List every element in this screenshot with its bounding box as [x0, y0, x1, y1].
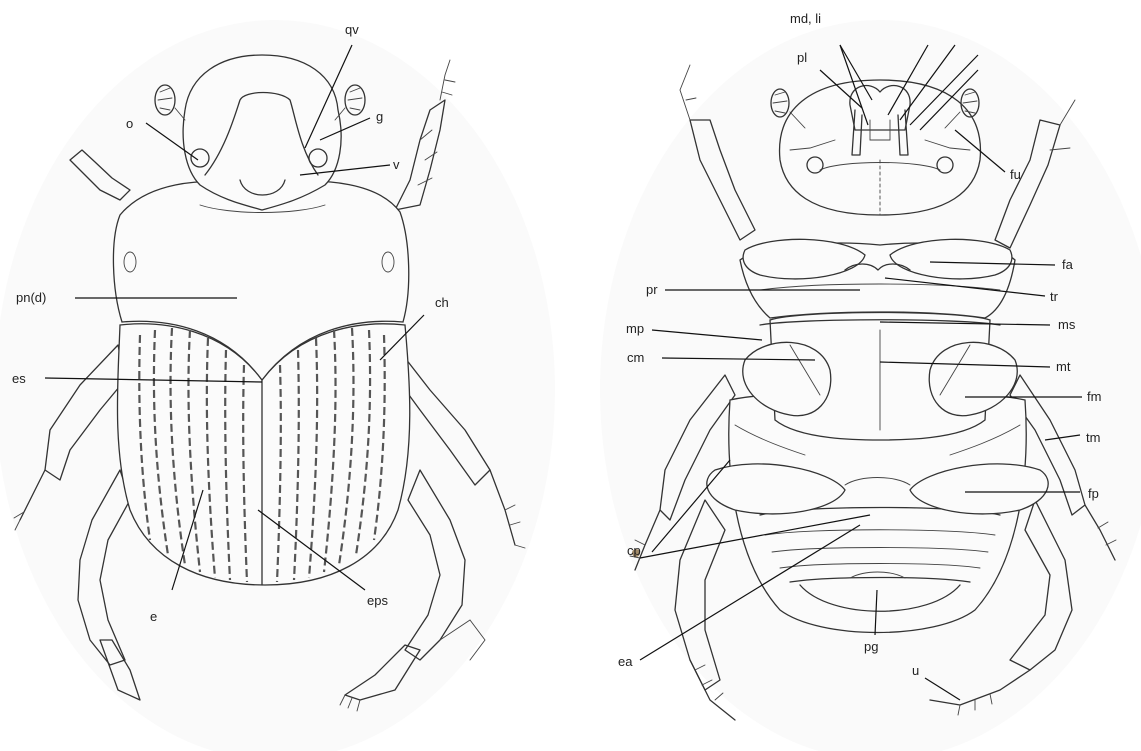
- label-pl: pl: [797, 51, 807, 64]
- label-e: e: [150, 610, 157, 623]
- label-o: o: [126, 117, 133, 130]
- label-u: u: [912, 664, 919, 677]
- label-ms: ms: [1058, 318, 1075, 331]
- label-qv: qv: [345, 23, 359, 36]
- dorsal-view: [0, 20, 555, 751]
- label-tm: tm: [1086, 431, 1100, 444]
- label-fu: fu: [1010, 168, 1021, 181]
- label-mp: mp: [626, 322, 644, 335]
- label-pg: pg: [864, 640, 878, 653]
- label-es: es: [12, 372, 26, 385]
- label-pr: pr: [646, 283, 658, 296]
- label-cp: cp: [627, 544, 641, 557]
- label-fp: fp: [1088, 487, 1099, 500]
- label-cm: cm: [627, 351, 644, 364]
- label-v: v: [393, 158, 400, 171]
- label-md-li: md, li: [790, 12, 821, 25]
- label-pn-d: pn(d): [16, 291, 46, 304]
- label-eps: eps: [367, 594, 388, 607]
- label-g: g: [376, 110, 383, 123]
- label-ea: ea: [618, 655, 632, 668]
- label-fa: fa: [1062, 258, 1073, 271]
- label-tr: tr: [1050, 290, 1058, 303]
- label-fm: fm: [1087, 390, 1101, 403]
- label-mt: mt: [1056, 360, 1070, 373]
- label-ch: ch: [435, 296, 449, 309]
